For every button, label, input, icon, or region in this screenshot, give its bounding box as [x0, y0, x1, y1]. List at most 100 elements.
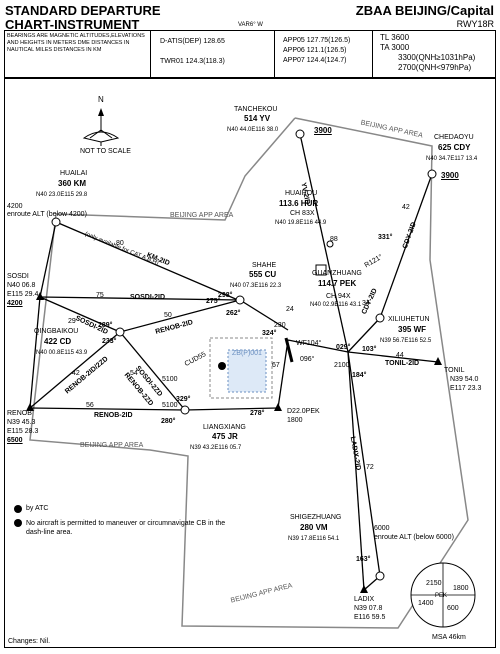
shige-enroute-alt: 6000 enroute ALT (below 6000) — [374, 525, 454, 541]
qingbaikou-id: 422 CD — [44, 337, 72, 346]
renob-lon: E115 28.3 — [7, 428, 39, 435]
app-area-label-bottom: BEIJING APP AREA — [80, 442, 144, 449]
chart-title-line1: STANDARD DEPARTURE — [5, 3, 161, 18]
shahe-ndb-icon — [235, 295, 245, 305]
dist-54: 54 — [130, 370, 138, 377]
guanzhuang-channel: CH 94X — [326, 293, 351, 300]
route-km2d — [55, 221, 239, 301]
chedaoyu-id: 625 CDY — [438, 143, 471, 152]
huailai-id: 360 KM — [58, 179, 87, 188]
msa-2150: 2150 — [426, 580, 442, 587]
liangxiang-coord: N39 43.2E116 05.7 — [190, 445, 242, 451]
bearing-163: 163° — [356, 556, 371, 563]
liangxiang-ndb-icon — [180, 405, 190, 415]
transition-qnh-high: 3300(QNH≥1031hPa) — [398, 53, 476, 62]
shahe-id: 555 CU — [249, 270, 277, 279]
ladix-fix-icon — [360, 585, 368, 593]
d22-name: D22.0PEK — [287, 408, 320, 415]
chart-frame — [4, 78, 496, 648]
datis-freq: D-ATIS(DEP) 128.65 — [160, 38, 225, 45]
bearing-329: 329° — [176, 396, 191, 403]
not-to-scale-label: NOT TO SCALE — [80, 148, 131, 155]
msa-pek: PEK — [435, 593, 448, 599]
app-area-label-left: BEIJING APP AREA — [170, 212, 234, 219]
d22-alt: 1800 — [287, 417, 303, 424]
tanchekou-ndb-icon — [295, 129, 305, 139]
shigezhuang-ndb-icon — [375, 571, 385, 581]
bearing-289: 289° — [98, 322, 113, 329]
dist-34: 34 — [362, 300, 370, 307]
note-2: No aircraft is permitted to maneuver or … — [26, 520, 226, 536]
note-1: by ATC — [26, 505, 49, 512]
msa-label: MSA 46km — [432, 634, 466, 641]
guanzhuang-name: GUANZHUANG — [312, 270, 362, 277]
tonil-name: TONIL — [444, 367, 465, 374]
xiliuhetun-coord: N39 56.7E116 52.5 — [380, 338, 432, 344]
huairou-channel: CH 83X — [290, 210, 315, 217]
chedaoyu-coord: N40 34.7E117 13.4 — [426, 156, 478, 162]
guanzhuang-vor-icon — [315, 264, 327, 276]
bearing-233: 233° — [102, 338, 117, 345]
transition-level: TL 3600 — [380, 33, 410, 42]
dist-29: 29 — [68, 318, 76, 325]
route-tonil2id-label: TONIL-2ID — [385, 360, 420, 367]
xiliuhetun-name: XILIUHETUN — [388, 316, 430, 323]
bearing-103: 103° — [362, 346, 377, 353]
dist-44: 44 — [396, 352, 404, 359]
bearing-184: 184° — [352, 372, 367, 379]
route-sosdi2d-label: SOSDI-2ID — [130, 294, 166, 301]
bearing-280: 280° — [161, 418, 176, 425]
dist-67: 67 — [272, 362, 280, 369]
renob-alt: 6500 — [7, 437, 23, 444]
qingbaikou-ndb-icon — [115, 327, 125, 337]
bearing-324: 324° — [262, 330, 277, 337]
d22-fix-icon — [274, 403, 282, 411]
msa-600: 600 — [447, 605, 459, 612]
dist-50: 50 — [164, 312, 172, 319]
north-arrow-icon — [82, 108, 120, 146]
bearing-278: 278° — [250, 410, 265, 417]
tonil-fix-icon — [434, 357, 442, 365]
cb-note-marker-icon — [218, 362, 226, 370]
chedaoyu-name: CHEDAOYU — [434, 134, 474, 141]
msa-diagram — [410, 562, 476, 628]
tanchekou-coord: N40 44.0E116 38.0 — [227, 127, 279, 133]
north-label: N — [98, 95, 104, 104]
huairou-vor-icon — [326, 240, 334, 248]
transition-altitude: TA 3000 — [380, 43, 410, 52]
bearing-029: 029° — [336, 344, 351, 351]
app06-freq: APP06 121.1(126.5) — [283, 47, 347, 54]
shigezhuang-id: 280 VM — [300, 523, 328, 532]
huairou-id: 113.6 HUR — [279, 199, 319, 208]
sosdi-lon: E115 29.4 — [7, 291, 39, 298]
chedaoyu-alt: 3900 — [441, 171, 459, 180]
app07-freq: APP07 124.4(124.7) — [283, 57, 347, 64]
sosdi-fix-icon — [36, 292, 44, 300]
xiliuhetun-ndb-icon — [375, 313, 385, 323]
liangxiang-name: LIANGXIANG — [203, 424, 246, 431]
sosdi-lat: N40 06.8 — [7, 282, 36, 289]
bearing-note: BEARINGS ARE MAGNETIC ALTITUDES,ELEVATIO… — [7, 33, 145, 53]
tonil-lat: N39 54.0 — [450, 376, 479, 383]
zbp001-label: ZB(P)001 — [232, 350, 262, 357]
header-frame — [4, 30, 496, 78]
dist-80: 80 — [116, 240, 124, 247]
tanchekou-alt: 3900 — [314, 126, 332, 135]
airport-name: ZBAA BEIJING/Capital — [355, 3, 494, 18]
freq-box — [150, 30, 275, 78]
qingbaikou-name: QINGBAIKOU — [34, 328, 79, 335]
note2-marker-icon — [14, 519, 22, 527]
chedaoyu-ndb-icon — [427, 169, 437, 179]
runway-18r — [284, 337, 294, 363]
alt-230: 230 — [274, 322, 286, 329]
shigezhuang-coord: N39 17.8E116 54.1 — [288, 536, 340, 542]
alt-2100: 2100 — [334, 362, 350, 369]
ladix-name: LADIX — [354, 596, 375, 603]
track-096: 096° — [300, 356, 315, 363]
ladix-lat: N39 07.8 — [354, 605, 383, 612]
tower-freq: TWR01 124.3(118.3) — [160, 58, 225, 65]
qingbaikou-coord: N40 00.8E115 43.9 — [36, 350, 88, 356]
dist-42: 42 — [72, 370, 80, 377]
chart-title-line2: CHART-INSTRUMENT — [5, 17, 140, 32]
